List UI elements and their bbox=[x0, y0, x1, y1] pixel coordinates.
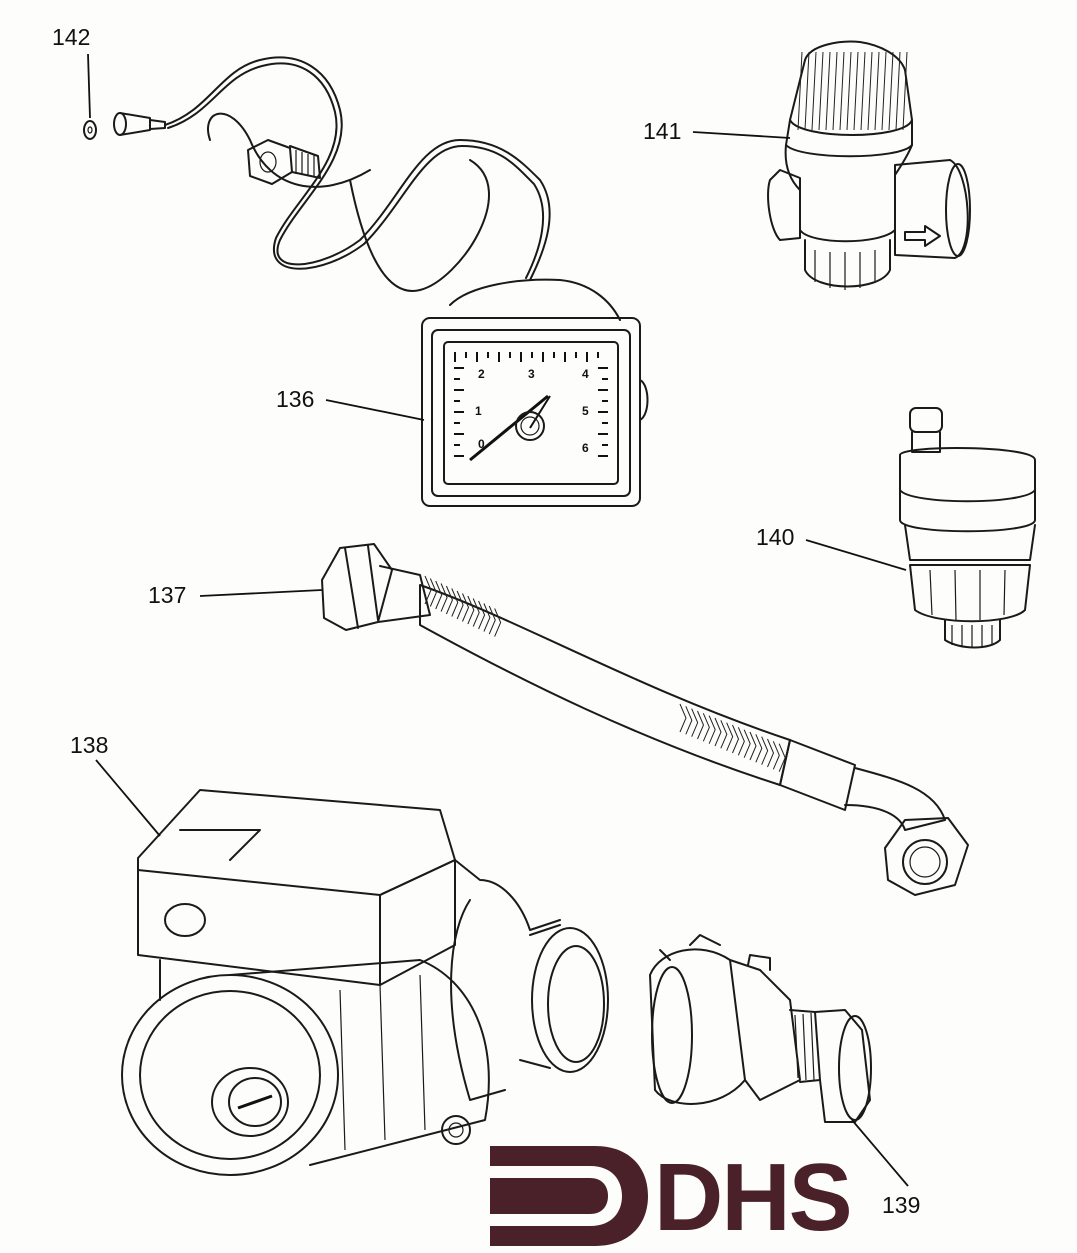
dhs-logo-text: DHS bbox=[654, 1144, 853, 1251]
gauge-scale-ticks bbox=[454, 352, 608, 457]
part-142-probe bbox=[83, 56, 551, 292]
part-140-air-vent bbox=[899, 407, 1036, 649]
leader-140 bbox=[805, 539, 907, 571]
dhs-logo-mark bbox=[490, 1146, 648, 1246]
gauge-label-0: 0 bbox=[478, 437, 485, 451]
part-137-flexible-hose bbox=[321, 543, 969, 896]
label-139: 139 bbox=[882, 1192, 921, 1218]
leader-137 bbox=[199, 589, 323, 597]
gauge-label-6: 6 bbox=[582, 441, 589, 455]
leader-141 bbox=[692, 131, 791, 139]
leader-138 bbox=[95, 759, 161, 837]
gauge-label-1: 1 bbox=[475, 404, 482, 418]
hose-braid-pattern bbox=[424, 575, 786, 772]
label-137: 137 bbox=[148, 582, 187, 608]
label-136: 136 bbox=[276, 386, 315, 412]
label-140: 140 bbox=[756, 524, 795, 550]
gauge-label-4: 4 bbox=[582, 367, 589, 381]
part-139-pump-valve bbox=[649, 934, 872, 1123]
part-141-relief-valve bbox=[767, 40, 971, 290]
part-138-pump bbox=[121, 789, 609, 1176]
label-142: 142 bbox=[52, 24, 91, 50]
part-136-gauge: 0 1 2 3 4 5 6 bbox=[421, 278, 649, 507]
gauge-label-3: 3 bbox=[528, 367, 535, 381]
gauge-label-2: 2 bbox=[478, 367, 485, 381]
leader-142 bbox=[87, 53, 91, 119]
leader-136 bbox=[325, 399, 425, 421]
label-138: 138 bbox=[70, 732, 109, 758]
leader-139 bbox=[851, 1119, 909, 1187]
label-141: 141 bbox=[643, 118, 682, 144]
valve-cap-ribs bbox=[797, 51, 908, 131]
gauge-label-5: 5 bbox=[582, 404, 589, 418]
